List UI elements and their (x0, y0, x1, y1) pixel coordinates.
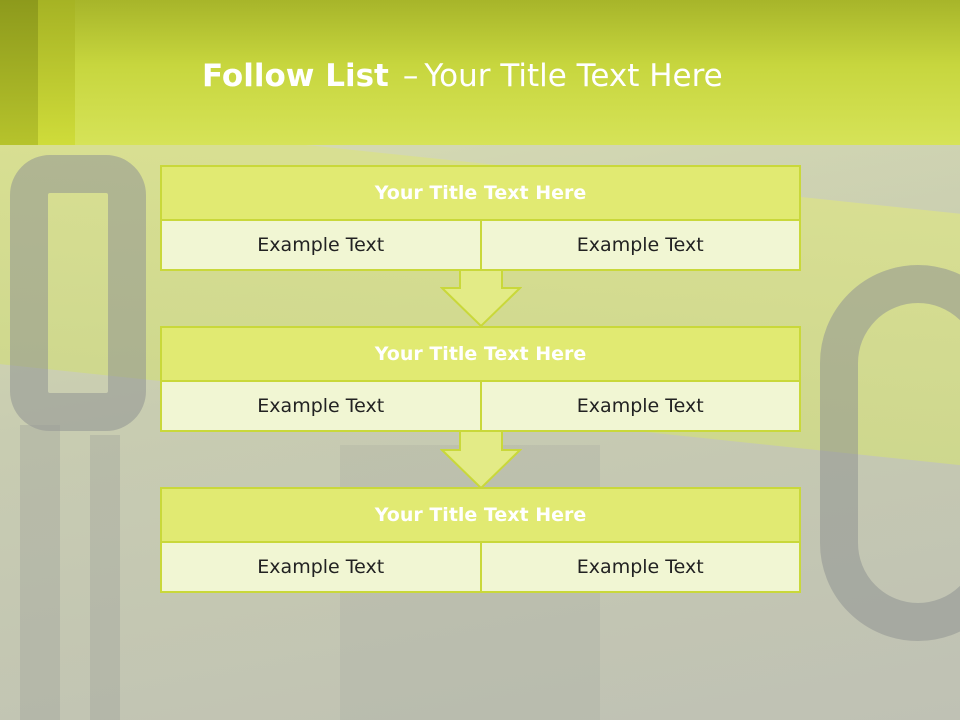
header-band: Follow List–Your Title Text Here (0, 0, 960, 145)
flow-step-row: Example Text Example Text (160, 380, 801, 432)
background-post (90, 435, 120, 720)
header-accent-strip-light (38, 0, 75, 145)
page-title-bold: Follow List (202, 58, 389, 94)
flow-step-title: Your Title Text Here (160, 165, 801, 221)
flow-step: Your Title Text Here Example Text Exampl… (160, 165, 801, 271)
flow-step-row: Example Text Example Text (160, 541, 801, 593)
down-arrow-icon (440, 430, 522, 490)
background-post (20, 425, 60, 720)
page-title-dash: – (402, 58, 419, 94)
page-title: Follow List–Your Title Text Here (202, 52, 723, 100)
flow-step-cell-right: Example Text (479, 380, 801, 432)
background-letter-shape (820, 265, 960, 641)
page-title-rest: Your Title Text Here (424, 58, 723, 94)
down-arrow-icon (440, 268, 522, 328)
flow-step-cell-left: Example Text (160, 380, 482, 432)
flow-step-cell-left: Example Text (160, 219, 482, 271)
flow-step-cell-left: Example Text (160, 541, 482, 593)
flow-step-cell-right: Example Text (479, 219, 801, 271)
flow-step-row: Example Text Example Text (160, 219, 801, 271)
flow-step-title: Your Title Text Here (160, 487, 801, 543)
flow-step-title: Your Title Text Here (160, 326, 801, 382)
flow-step: Your Title Text Here Example Text Exampl… (160, 326, 801, 432)
header-accent-strip (0, 0, 38, 145)
background-letter-shape (10, 155, 146, 431)
flow-step-cell-right: Example Text (479, 541, 801, 593)
flow-step: Your Title Text Here Example Text Exampl… (160, 487, 801, 593)
